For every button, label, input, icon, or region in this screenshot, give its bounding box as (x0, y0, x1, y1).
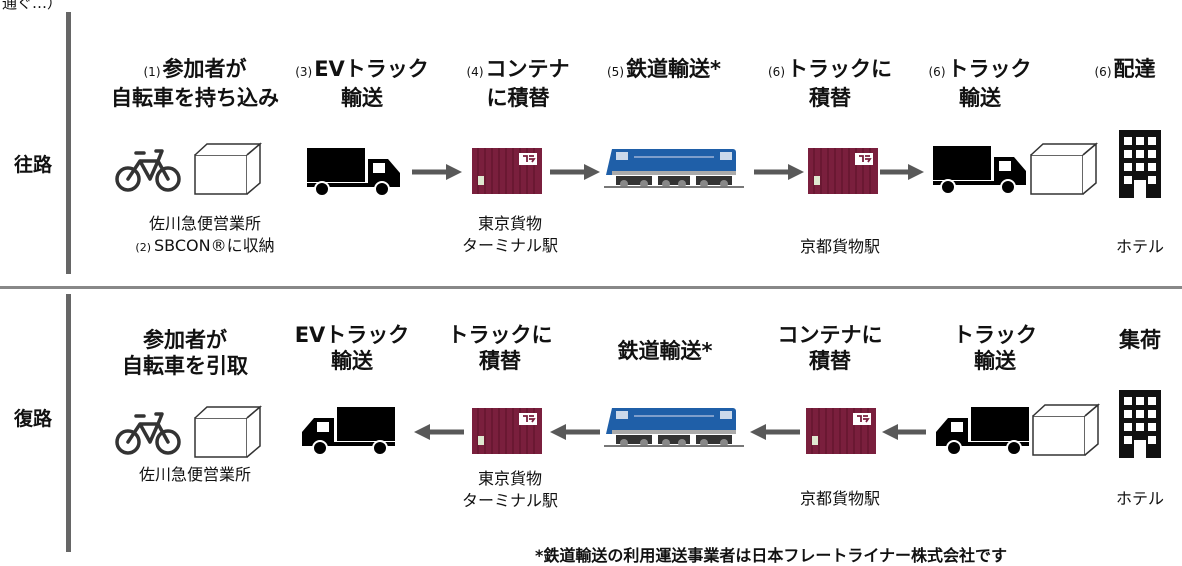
caption-line: 東京貨物 (477, 214, 542, 233)
section-divider (0, 286, 1182, 289)
step-number: (6) (768, 65, 785, 79)
step-line1: コンテナに (777, 323, 883, 347)
step-line1: トラックに (447, 323, 553, 347)
outbound-step-5: (5)鉄道輸送* (574, 56, 754, 85)
truck-icon (302, 407, 395, 456)
return-caption-kyoto: 京都貨物駅 (799, 489, 880, 508)
container-icon (808, 148, 878, 194)
outbound-step-6a: (6)トラックに 積替 (745, 56, 915, 111)
return-step-ev-truck: EVトラック 輸送 (272, 322, 432, 374)
step-number: (6) (1094, 65, 1112, 79)
arrow-left-icon (882, 424, 926, 440)
step-line2: 自転車を引取 (122, 354, 248, 378)
return-caption-tokyo: 東京貨物 ターミナル駅 (430, 468, 590, 512)
outbound-caption-sagawa: 佐川急便営業所 (2)SBCON®に収納 (100, 213, 310, 259)
step-number: (5) (607, 65, 624, 79)
return-bar (66, 294, 71, 552)
box-icon (1032, 403, 1101, 456)
return-step-transfer-to-container: コンテナに 積替 (755, 322, 905, 374)
step-line1: トラック (953, 323, 1037, 347)
step-line2: 積替 (809, 86, 851, 110)
step-number: (1) (143, 65, 161, 79)
step-line2: 輸送 (959, 86, 1001, 110)
step-line1: コンテナ (485, 57, 570, 81)
arrow-right-icon (412, 164, 462, 180)
step-line2: に積替 (486, 86, 550, 110)
return-step-rail: 鉄道輸送* (590, 338, 740, 364)
outbound-caption-kyoto: 京都貨物駅 (799, 237, 880, 256)
return-caption-hotel: ホテル (1115, 489, 1164, 508)
step-line2: 積替 (809, 349, 851, 373)
step-line2: 輸送 (331, 349, 373, 373)
outbound-step-1: (1)参加者が 自転車を持ち込み (100, 56, 290, 111)
caption-line: SBCON®に収納 (154, 236, 275, 255)
step-line1: トラックに (787, 57, 892, 81)
step-line1: EVトラック (294, 323, 410, 347)
container-icon (472, 148, 542, 194)
outbound-bar (66, 12, 71, 274)
step-line1: トラック (947, 57, 1032, 81)
outbound-step-6b: (6)トラック 輸送 (905, 56, 1055, 111)
step-number: (6) (928, 65, 946, 79)
locomotive-icon (604, 149, 744, 188)
step-line1: 配達 (1113, 57, 1156, 81)
box-icon (194, 142, 263, 195)
outbound-step-6c: (6)配達 (1070, 56, 1180, 85)
step-number: (3) (295, 65, 313, 79)
step-line1: 鉄道輸送* (626, 57, 721, 81)
step-line1: EVトラック (314, 57, 429, 81)
caption-line: 東京貨物 (477, 469, 542, 488)
outbound-caption-tokyo: 東京貨物 ターミナル駅 (430, 213, 590, 257)
container-icon (472, 408, 542, 454)
step-line1: 集荷 (1119, 328, 1161, 352)
return-step-transfer-to-truck: トラックに 積替 (425, 322, 575, 374)
locomotive-icon (604, 408, 744, 447)
return-step-truck: トラック 輸送 (935, 322, 1055, 374)
outbound-caption-hotel: ホテル (1115, 237, 1164, 256)
outbound-step-4: (4)コンテナ に積替 (438, 56, 598, 111)
step-line1: 参加者が (162, 57, 247, 81)
return-step-collection: 集荷 (1100, 327, 1180, 353)
box-icon (1030, 142, 1099, 195)
arrow-left-icon (550, 424, 600, 440)
step-number: (2) (135, 241, 151, 254)
footnote: *鉄道輸送の利用運送事業者は日本フレートライナー株式会社です (535, 546, 1008, 565)
top-fragment-text: 通ぐ…） (2, 0, 63, 12)
return-label: 復路 (14, 408, 53, 430)
truck-icon (936, 407, 1029, 456)
truck-icon (307, 148, 400, 197)
step-line2: 自転車を持ち込み (111, 86, 279, 110)
step-number: (4) (466, 65, 484, 79)
caption-line: 佐川急便営業所 (148, 214, 261, 233)
hotel-building-icon (1119, 390, 1161, 458)
bicycle-icon (115, 412, 181, 455)
caption-line: ターミナル駅 (461, 491, 558, 510)
step-line2: 輸送 (974, 349, 1016, 373)
arrow-right-icon (754, 164, 804, 180)
step-line1: 参加者が (143, 328, 227, 352)
step-line2: 輸送 (341, 86, 383, 110)
arrow-left-icon (414, 424, 464, 440)
return-caption-sagawa: 佐川急便営業所 (138, 465, 251, 484)
outbound-step-3: (3)EVトラック 輸送 (272, 56, 452, 111)
truck-icon (933, 146, 1026, 195)
container-icon (806, 408, 876, 454)
return-step-pickup-by-participant: 参加者が 自転車を引取 (100, 327, 270, 379)
hotel-building-icon (1119, 130, 1161, 198)
bicycle-icon (115, 149, 181, 192)
step-line2: 積替 (479, 349, 521, 373)
arrow-right-icon (880, 164, 924, 180)
arrow-left-icon (750, 424, 800, 440)
step-line1: 鉄道輸送* (617, 339, 713, 363)
box-icon (194, 405, 263, 458)
outbound-label: 往路 (14, 154, 53, 176)
arrow-right-icon (550, 164, 600, 180)
caption-line: ターミナル駅 (461, 236, 558, 255)
